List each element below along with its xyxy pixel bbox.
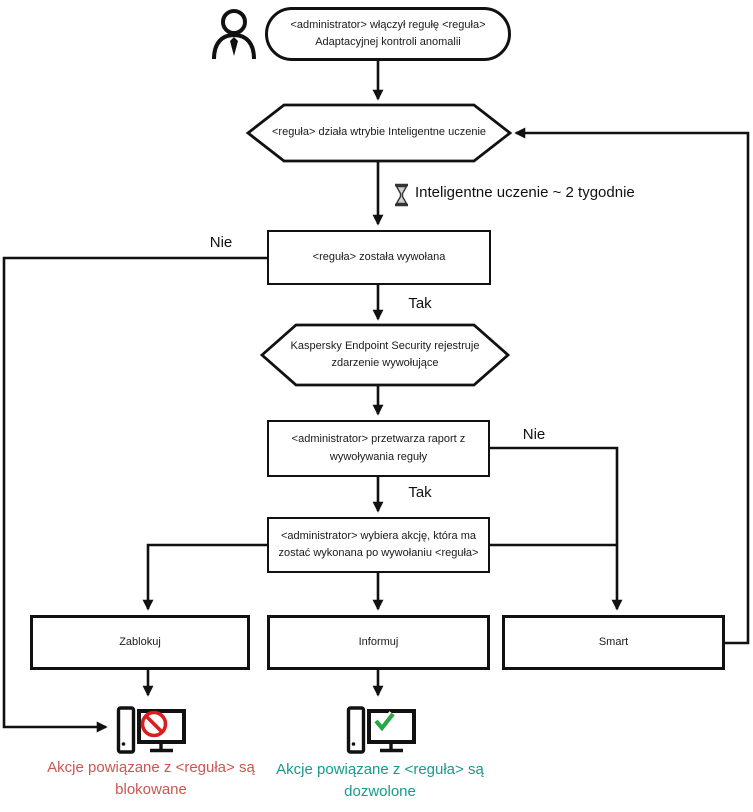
- edge-label-no-left: Nie: [209, 233, 233, 251]
- caption-allowed: Akcje powiązane z <reguła> są dozwolone: [276, 761, 484, 800]
- action-inform-node: Informuj: [267, 615, 490, 670]
- edge-choose-to-block: [142, 543, 267, 611]
- action-smart-node: Smart: [502, 615, 725, 670]
- action-block-node: Zablokuj: [30, 615, 250, 670]
- caption-blocked: Akcje powiązane z <reguła> są blokowane: [47, 759, 255, 798]
- hourglass-icon: [395, 183, 408, 207]
- prohibition-icon: [140, 710, 168, 738]
- hexagon-learning-label: <reguła> działa wtrybie Inteligentne ucz…: [271, 126, 487, 139]
- choose-action-node: <administrator> wybiera akcję, która ma …: [267, 517, 490, 573]
- hexagon-learning-shape: [245, 103, 513, 163]
- start-node: <administrator> włączył regułę <reguła> …: [265, 7, 511, 61]
- hexagon-registers-label: Kaspersky Endpoint Security rejestruje z…: [290, 339, 480, 369]
- edge-no-feedback-left: [2, 256, 267, 733]
- edge-smart-feedback: [514, 127, 750, 645]
- computer-blocked-icon: [116, 706, 186, 754]
- computer-allowed-icon: [346, 706, 416, 754]
- edge-label-no-right: Nie: [522, 425, 546, 443]
- edge-label-yes-bottom: Tak: [408, 483, 432, 501]
- checkmark-icon: [372, 711, 397, 736]
- person-icon: [212, 9, 256, 60]
- hexagon-shapes: [245, 103, 513, 387]
- edge-label-yes-top: Tak: [408, 294, 432, 312]
- rule-triggered-node: <reguła> została wywołana: [267, 230, 491, 285]
- connector-lines: [2, 60, 750, 733]
- timer-note: Inteligentne uczenie ~ 2 tygodnie: [415, 184, 635, 201]
- hexagon-registers-shape: [259, 323, 511, 387]
- process-report-node: <administrator> przetwarza raport z wywo…: [267, 420, 490, 477]
- edge-no-to-smart: [490, 446, 623, 611]
